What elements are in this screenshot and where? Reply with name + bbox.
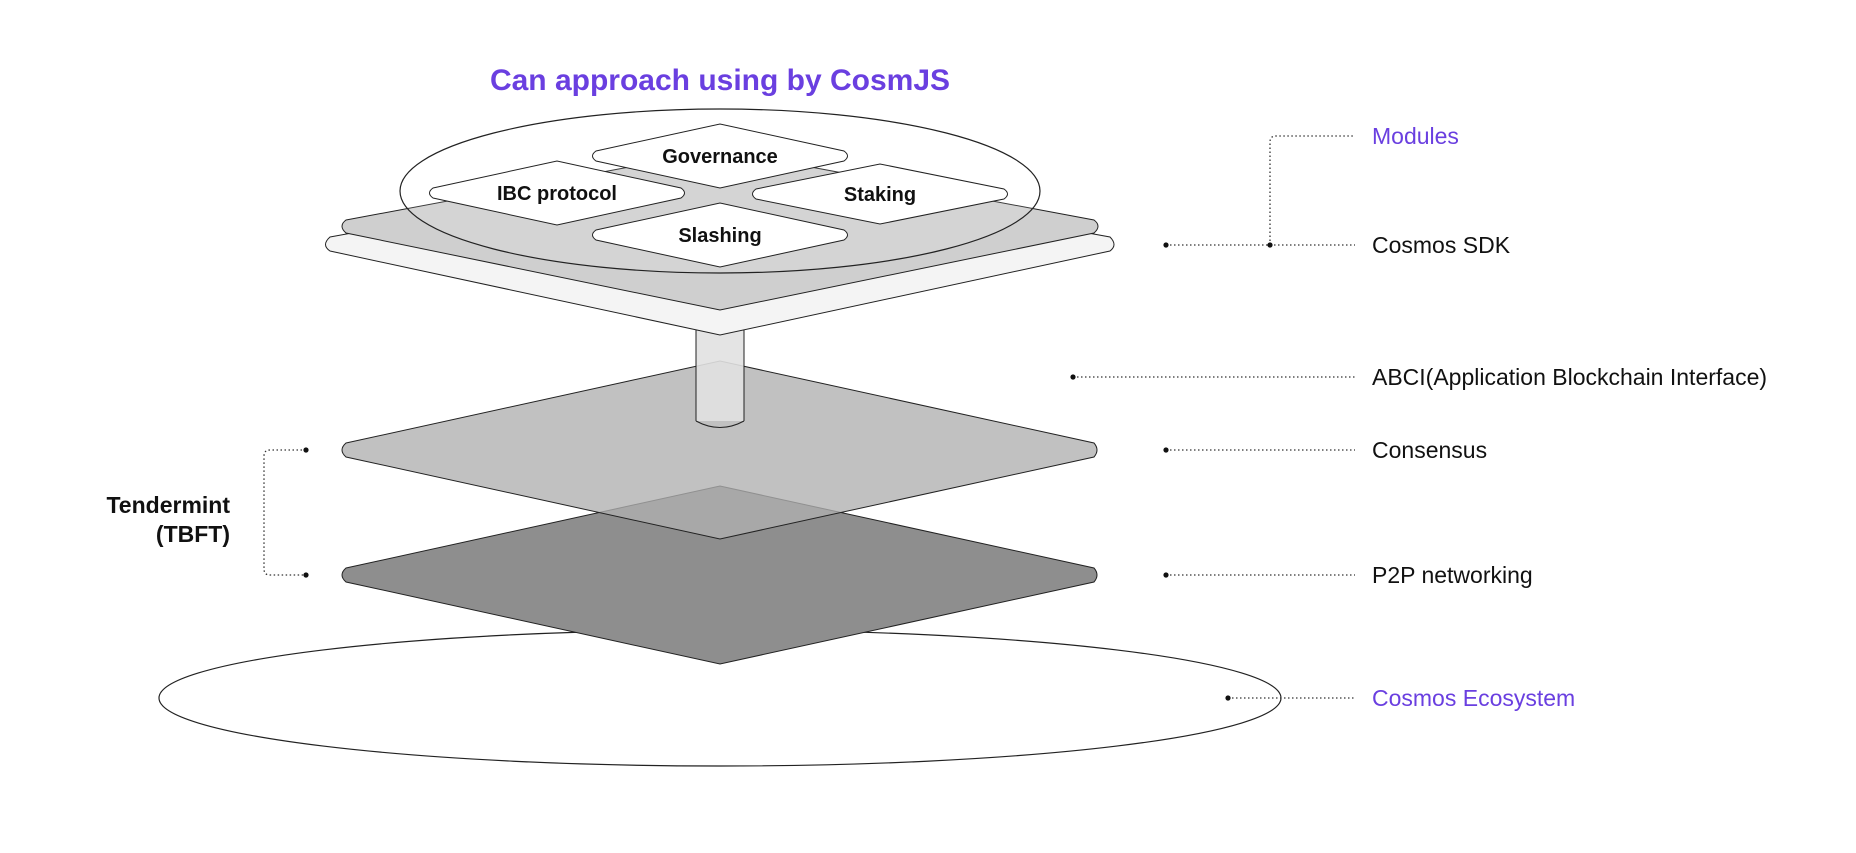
consensus-layer: [341, 360, 1098, 540]
modules-leader-line: [1269, 135, 1355, 245]
modules-label: Modules: [1372, 123, 1459, 149]
ibc-protocol-tile: [429, 160, 685, 226]
consensus-label: Consensus: [1372, 437, 1487, 463]
cosmos-sdk-dot: [1163, 242, 1169, 248]
p2p-dot: [1163, 572, 1169, 578]
tendermint-top-dot: [303, 447, 309, 453]
slashing-label: Slashing: [678, 225, 761, 247]
ibc-protocol-label: IBC protocol: [497, 183, 617, 205]
tendermint-bottom-dot: [303, 572, 309, 578]
tendermint-label-line2: (TBFT): [156, 521, 230, 547]
tendermint-bracket: [263, 449, 306, 576]
cosmos-ecosystem-label: Cosmos Ecosystem: [1372, 685, 1575, 711]
p2p-networking-label: P2P networking: [1372, 562, 1533, 588]
abci-dot: [1070, 374, 1076, 380]
ecosystem-dot: [1225, 695, 1231, 701]
diagram-title: Can approach using by CosmJS: [490, 64, 950, 97]
p2p-networking-layer: [341, 485, 1098, 665]
staking-label: Staking: [844, 184, 916, 206]
modules-junction-dot: [1267, 242, 1273, 248]
consensus-dot: [1163, 447, 1169, 453]
cosmos-sdk-label: Cosmos SDK: [1372, 232, 1511, 258]
leader-dots: [303, 242, 1273, 701]
tendermint-label-line1: Tendermint: [106, 492, 230, 518]
modules-ellipse: [399, 108, 1041, 274]
slashing-tile: [592, 202, 848, 268]
governance-label: Governance: [662, 146, 778, 168]
governance-tile: [592, 123, 848, 189]
leader-lines: [263, 135, 1355, 699]
staking-tile: [752, 163, 1008, 225]
abci-label: ABCI(Application Blockchain Interface): [1372, 364, 1767, 390]
